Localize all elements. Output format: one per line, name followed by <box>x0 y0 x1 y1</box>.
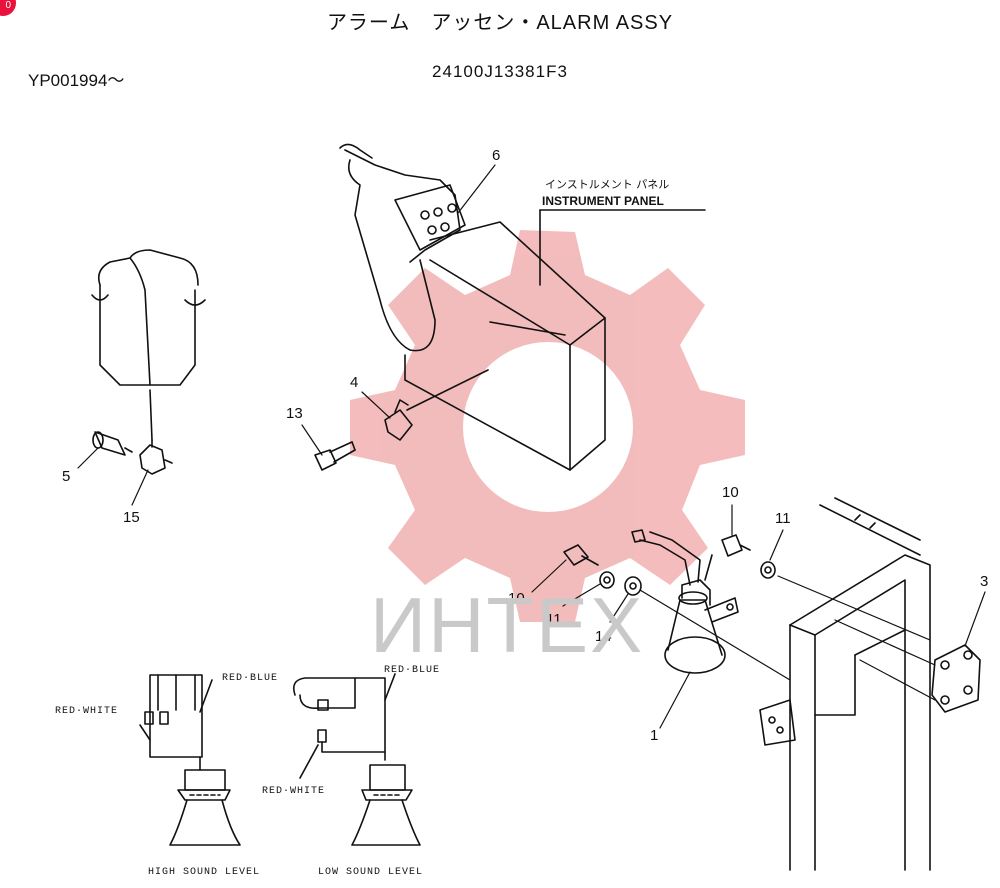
part-13-bolt <box>314 441 356 471</box>
part-10-bolt-left <box>563 544 599 566</box>
callout-3: 3 <box>980 573 988 590</box>
watermark-text: ИНТЕХ <box>370 581 645 669</box>
high-sound-caption: HIGH SOUND LEVEL <box>148 867 260 878</box>
callout-10-left: 10 <box>508 590 525 607</box>
callout-13: 13 <box>286 405 303 422</box>
relay-box <box>91 249 206 441</box>
callout-15: 15 <box>123 509 140 526</box>
part-3-plate <box>931 644 981 713</box>
part-1-alarm-horn <box>631 529 739 674</box>
panel-label-jp: インストルメント パネル <box>545 178 669 191</box>
callout-11-left: 11 <box>546 611 562 628</box>
mounting-frame <box>759 497 931 871</box>
watermark-gear-icon <box>350 230 745 622</box>
part-10-bolt-right <box>721 534 751 557</box>
part-11-washer-right <box>760 561 776 579</box>
part-5-sensor <box>92 431 133 456</box>
page-title: アラーム アッセン・ALARM ASSY <box>326 12 674 34</box>
callout-11-right: 11 <box>775 510 791 527</box>
callout-5: 5 <box>62 468 70 485</box>
part-15-connector <box>139 439 173 475</box>
part-11-washer-left <box>599 571 615 589</box>
high-red-white-label: RED·WHITE <box>55 706 118 717</box>
low-sound-wiring <box>292 673 421 846</box>
instrument-panel <box>404 209 706 471</box>
low-sound-caption: LOW SOUND LEVEL <box>318 867 423 878</box>
corner-badge: 0 <box>0 0 16 16</box>
callout-4: 4 <box>350 374 358 391</box>
low-red-blue-label: RED·BLUE <box>384 665 440 676</box>
callout-14: 14 <box>595 628 612 645</box>
part-number: 24100J13381F3 <box>432 62 568 81</box>
high-red-blue-label: RED·BLUE <box>222 673 278 684</box>
part-14-washer <box>624 576 642 596</box>
callout-6: 6 <box>492 147 500 164</box>
serial-range: YP001994～ <box>28 71 125 90</box>
low-red-white-label: RED·WHITE <box>262 786 325 797</box>
part-4-clip <box>384 399 413 441</box>
callout-10-right: 10 <box>722 484 739 501</box>
high-sound-wiring <box>139 674 241 846</box>
callout-1: 1 <box>650 727 658 744</box>
panel-label-en: INSTRUMENT PANEL <box>542 194 664 208</box>
part-6-switch-lever <box>339 143 466 352</box>
corner-badge-text: 0 <box>5 0 11 11</box>
